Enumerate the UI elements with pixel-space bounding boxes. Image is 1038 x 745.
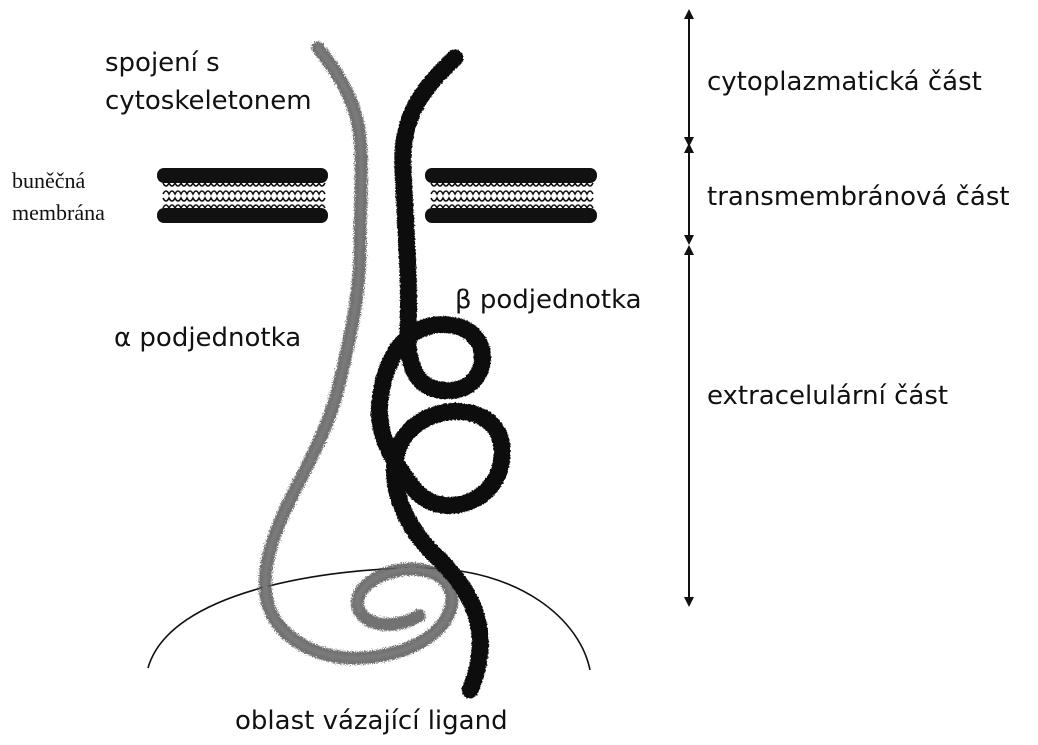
ligand-binding-region-label: oblast vázající ligand [235,706,508,736]
extracellular-part-label: extracelulární část [707,381,948,411]
cell-membrane-left [157,168,328,223]
membrane-label-line1: buněčná [12,168,85,194]
cell-membrane-right [425,168,597,223]
beta-subunit-chain [379,58,502,690]
cytoplasmic-part-label: cytoplazmatická část [707,67,982,97]
cytoskeleton-label-line1: spojení s [105,48,220,78]
membrane-label-line2: membrána [12,200,105,226]
alpha-subunit-label: α podjednotka [114,323,301,353]
cytoskeleton-label-line2: cytoskeletonem [105,86,312,116]
beta-subunit-label: β podjednotka [455,285,642,315]
transmembrane-part-label: transmembránová část [707,182,1010,212]
